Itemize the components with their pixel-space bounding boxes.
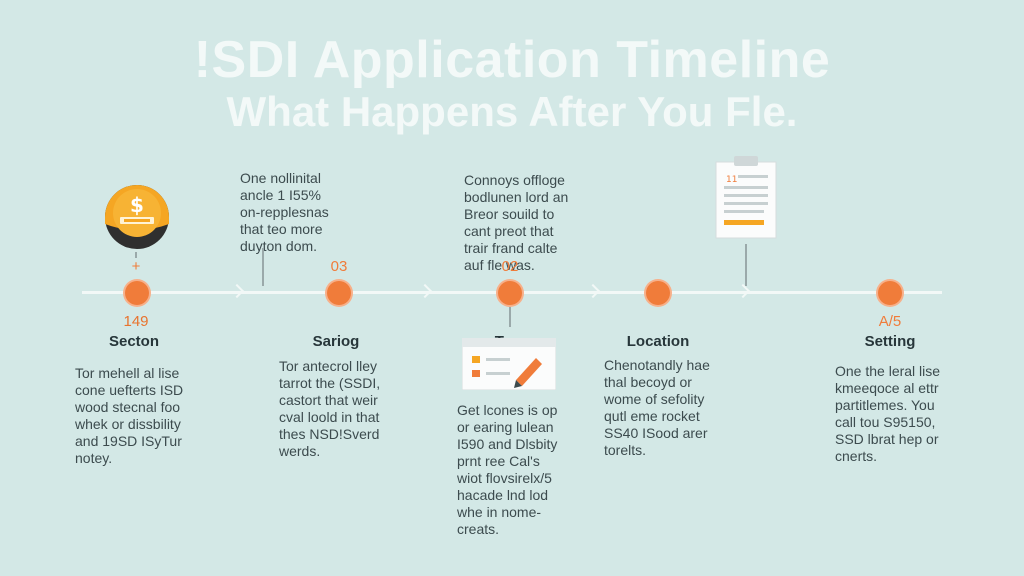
clipboard-connector <box>745 244 747 286</box>
step-2-dot <box>327 281 351 305</box>
step-5-title: Setting <box>864 333 916 350</box>
checklist-pencil-icon <box>462 338 556 390</box>
timeline-arrow <box>585 283 601 299</box>
page-title: !SDI Application Timeline <box>193 31 831 89</box>
page-subtitle: What Happens After You Fle. <box>226 88 798 135</box>
step-3-desc: Get lcones is op or earing lulean I590 a… <box>457 402 558 537</box>
coin-connector <box>135 252 137 258</box>
dollar-coin-icon: $ <box>105 185 169 249</box>
step-3-connector <box>509 307 511 327</box>
clipboard-label: 11 <box>726 175 737 185</box>
step-2-title: Sariog <box>312 333 360 350</box>
step-2-number: 03 <box>330 258 348 275</box>
timeline-arrow <box>417 283 433 299</box>
step-2-desc: Tor antecrol lley tarrot the (SSDI, cast… <box>279 358 381 459</box>
step-4-dot <box>646 281 670 305</box>
step-5-desc: One the leral lise kmeeqoce al ettr part… <box>835 363 941 464</box>
upper-note-2: Connoys offloge bodlunen lord an Breor s… <box>464 172 569 273</box>
step-1-dot <box>125 281 149 305</box>
upper-note-1: One nollinital ancle 1 I55% on-repplesna… <box>240 170 329 254</box>
upper-note-1-connector <box>262 248 264 286</box>
step-1-title: Secton <box>108 333 159 350</box>
step-5-number: A/5 <box>878 313 902 330</box>
step-4-title: Location <box>626 333 690 350</box>
step-1-marker: + <box>131 258 141 275</box>
timeline-arrow <box>229 283 245 299</box>
svg-text:$: $ <box>130 193 144 217</box>
timeline-arrow <box>735 283 751 299</box>
step-3-dot <box>498 281 522 305</box>
step-1-desc: Tor mehell al lise cone uefterts ISD woo… <box>75 365 184 466</box>
step-1-number: 149 <box>123 313 149 330</box>
clipboard-document-icon: 11 <box>715 156 777 239</box>
step-5-dot <box>878 281 902 305</box>
step-3-number: 02 <box>501 258 519 275</box>
step-4-desc: Chenotandly hae thal becoyd or wome of s… <box>604 357 710 458</box>
